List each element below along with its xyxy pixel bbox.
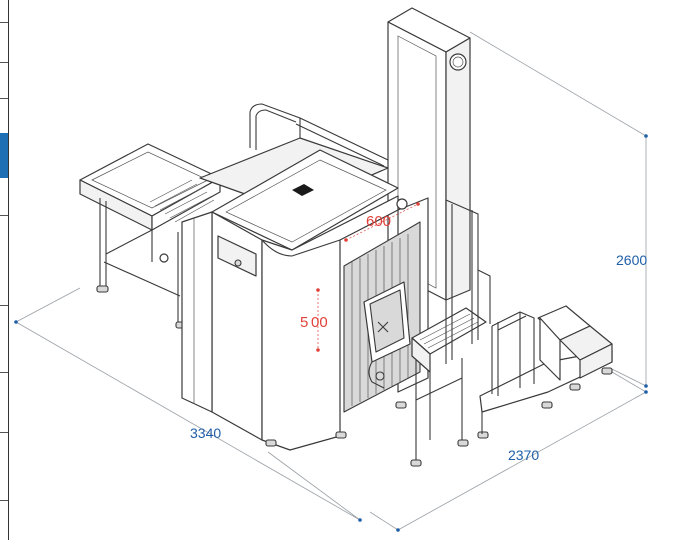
sidebar-divider	[0, 215, 8, 216]
vent-icon	[292, 184, 314, 196]
input-conveyor	[79, 143, 221, 329]
output-rollers	[419, 313, 479, 349]
tunnel-height-label-suffix: 00	[311, 314, 328, 331]
sidebar-divider	[0, 305, 8, 306]
sidebar-divider	[0, 432, 8, 433]
tunnel-width-label: 600	[366, 213, 391, 230]
tunnel-dimension-markers	[316, 202, 420, 352]
tunnel-height-label-prefix: 5	[300, 314, 308, 331]
conveyor-rollers	[149, 179, 215, 223]
left-sidebar-strip	[0, 0, 9, 540]
height-dimension-label: 2600	[616, 252, 647, 268]
sidebar-divider	[0, 372, 8, 373]
gate-frame	[445, 199, 491, 364]
sidebar-divider	[0, 500, 8, 501]
length-dimension-label: 3340	[190, 425, 221, 441]
step-platform	[477, 305, 613, 439]
output-conveyor	[410, 307, 487, 467]
width-dimension-label: 2370	[508, 447, 539, 463]
operator-monitor	[363, 281, 411, 389]
sidebar-divider	[0, 98, 8, 99]
dimension-lines	[14, 31, 648, 532]
sidebar-divider	[0, 62, 8, 63]
sidebar-active-item[interactable]	[0, 133, 8, 178]
top-handrail	[249, 103, 389, 167]
sidebar-divider	[0, 22, 8, 23]
